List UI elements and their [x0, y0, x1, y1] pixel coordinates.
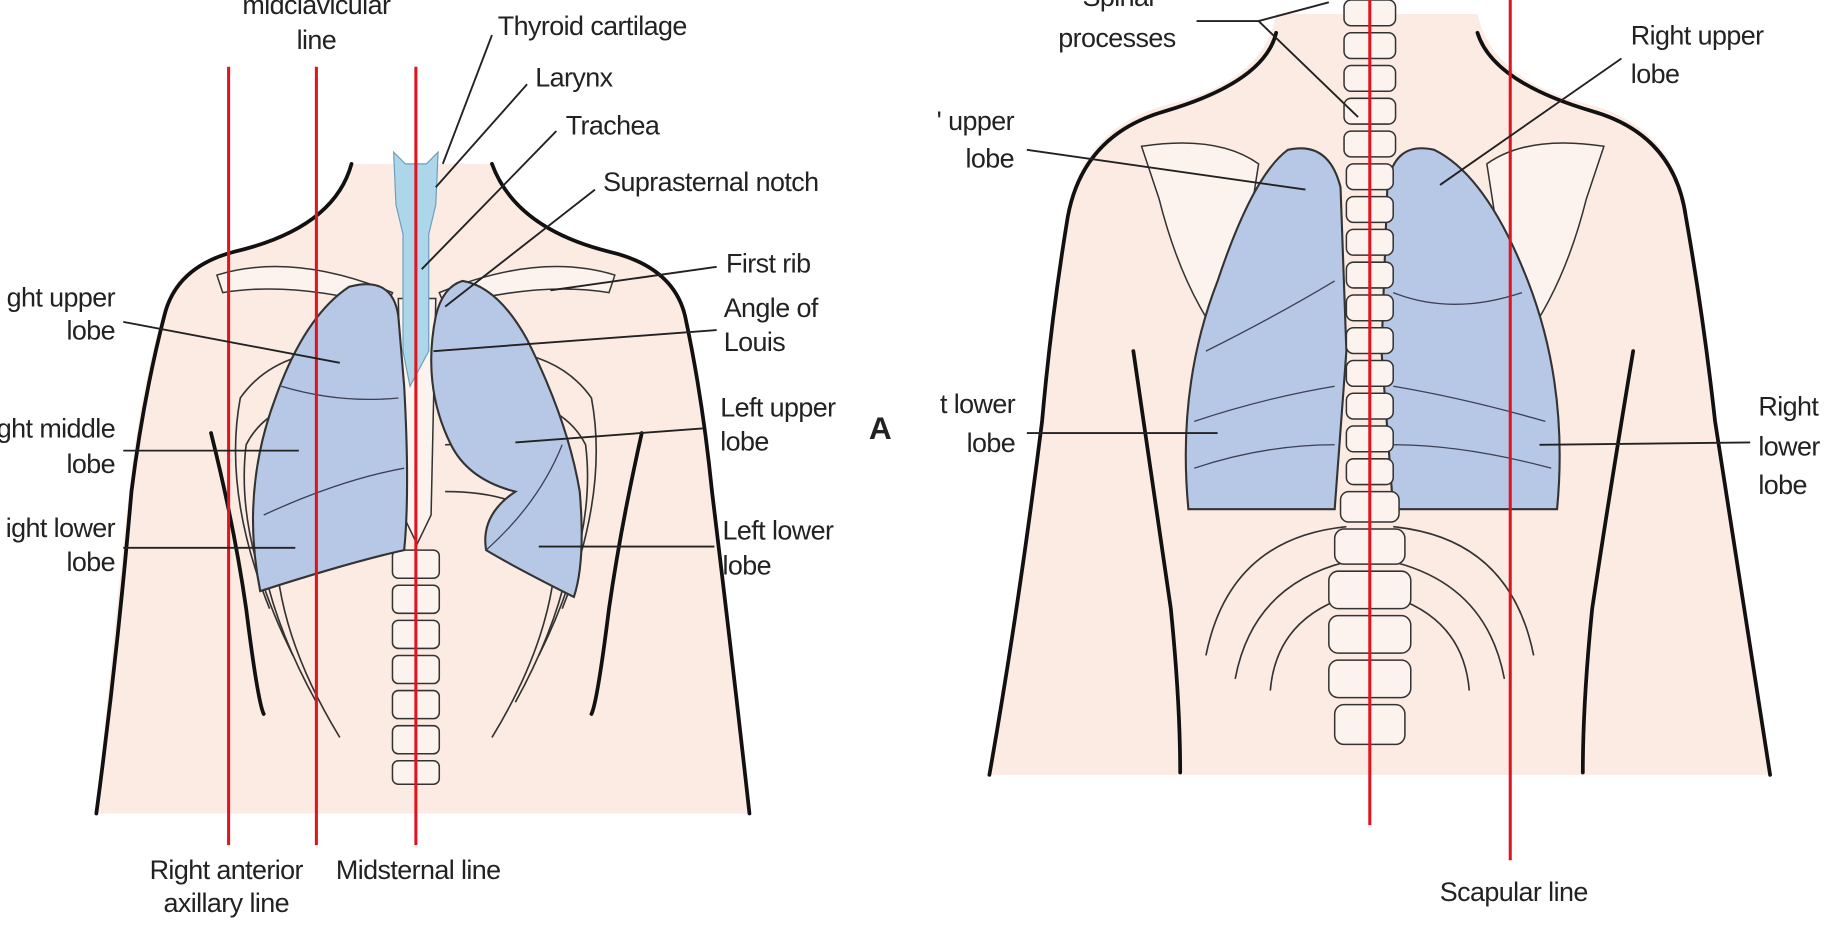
label-thyroid-cartilage: Thyroid cartilage — [498, 11, 687, 41]
label-right-lower-lobe-back: Right — [1758, 392, 1819, 422]
back-ribcage — [1205, 525, 1535, 691]
label-first-rib: First rib — [726, 249, 810, 279]
label-right-lower-lobe-2: lobe — [67, 547, 116, 577]
label-right-middle-lobe-2: lobe — [67, 449, 116, 479]
label-left-upper-lobe-back-2: lobe — [965, 143, 1014, 173]
label-right-anterior-axillary-line: Right anterior — [150, 855, 304, 885]
label-spinal-processes: Spinal — [1082, 0, 1153, 12]
label-spinal-processes-2: processes — [1058, 23, 1175, 53]
label-left-lower-lobe-back-2: lobe — [967, 428, 1016, 458]
front-view — [94, 150, 752, 816]
back-leader-lines — [1026, 1, 1751, 446]
label-angle-of-louis: Angle of — [724, 293, 819, 323]
label-left-lower-lobe-2: lobe — [723, 551, 772, 581]
label-midsternal-line: Midsternal line — [336, 855, 501, 885]
back-view — [987, 0, 1772, 777]
front-left-lung — [430, 279, 583, 599]
label-left-upper-lobe-2: lobe — [720, 427, 769, 457]
label-right-upper-lobe-2: lobe — [67, 315, 116, 345]
label-left-lower-lobe: Left lower — [723, 516, 834, 546]
front-right-lung — [251, 283, 409, 593]
label-left-upper-lobe: Left upper — [720, 393, 836, 423]
label-angle-of-louis-2: Louis — [724, 327, 786, 357]
label-left-upper-lobe-back: ' upper — [937, 106, 1015, 136]
label-right-upper-lobe: ght upper — [7, 283, 116, 313]
label-right-upper-lobe-back: Right upper — [1631, 20, 1764, 50]
back-labels: Spinal processes ' upper lobe Right uppe… — [937, 0, 1821, 907]
label-scapular-line: Scapular line — [1440, 877, 1588, 907]
label-right-lower-lobe-back-3: lobe — [1758, 470, 1807, 500]
figure-label: A — [869, 410, 892, 446]
label-right-upper-lobe-back-2: lobe — [1631, 59, 1680, 89]
label-trachea: Trachea — [566, 111, 660, 141]
front-labels: midclavicular line Thyroid cartilage Lar… — [0, 0, 837, 918]
label-midclavicular-line: midclavicular — [242, 0, 391, 20]
label-right-lower-lobe: ight lower — [6, 513, 116, 543]
front-leader-lines — [123, 34, 717, 549]
label-larynx: Larynx — [535, 63, 613, 93]
label-right-middle-lobe: ght middle — [0, 414, 115, 444]
label-suprasternal-notch: Suprasternal notch — [603, 167, 818, 197]
label-right-lower-lobe-back-2: lower — [1758, 431, 1820, 461]
back-left-lung — [1184, 147, 1348, 511]
label-midclavicular-line-2: line — [297, 25, 337, 55]
label-left-lower-lobe-back: t lower — [940, 389, 1016, 419]
label-right-anterior-axillary-line-2: axillary line — [164, 888, 289, 918]
